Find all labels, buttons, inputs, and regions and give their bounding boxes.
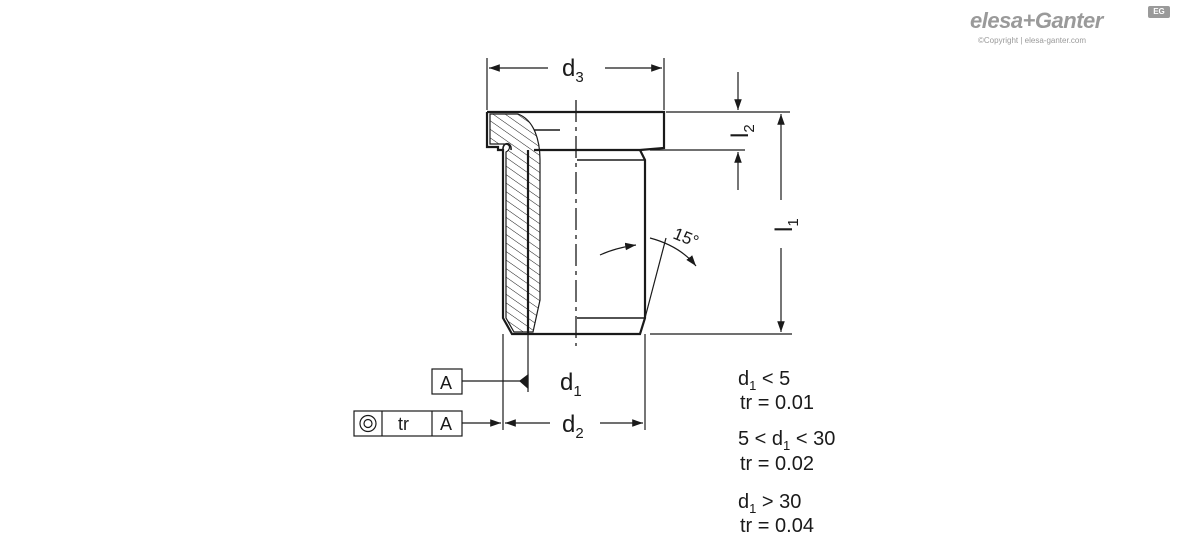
- l2-label: l2: [727, 124, 758, 138]
- angle-dimension: [599, 237, 697, 319]
- dim-l1: [650, 114, 792, 335]
- brand-badge: EG: [1148, 6, 1170, 18]
- datum-a: [431, 334, 529, 430]
- angle-label: 15°: [671, 224, 702, 251]
- hatched-section: [489, 113, 541, 333]
- l1-label: l1: [771, 218, 802, 232]
- tol-value-label: tr: [398, 414, 409, 434]
- tol-row-3-cond: d1 > 30: [738, 491, 801, 516]
- tol-row-1-cond: d1 < 5: [738, 368, 790, 393]
- tol-row-1-value: tr = 0.01: [740, 392, 814, 414]
- d1-label: d1: [560, 369, 582, 400]
- dim-d3: [486, 58, 665, 110]
- brand-name: elesa+Ganter: [970, 8, 1103, 33]
- concentricity-icon: [359, 414, 377, 433]
- tol-row-3-value: tr = 0.04: [740, 515, 814, 537]
- feature-control-frame: [353, 410, 501, 437]
- dim-d2: [504, 334, 646, 430]
- datum-a-label: A: [440, 373, 452, 393]
- brand-copyright: ©Copyright | elesa-ganter.com: [978, 36, 1087, 45]
- brand-logo: elesa+Ganter EG ©Copyright | elesa-gante…: [970, 6, 1170, 46]
- tolerance-table: d1 < 5 tr = 0.01 5 < d1 < 30 tr = 0.02 d…: [738, 368, 835, 537]
- dim-l2: [650, 72, 790, 190]
- tol-datum-label: A: [440, 414, 452, 434]
- d2-label: d2: [562, 411, 584, 442]
- d3-label: d3: [562, 55, 584, 86]
- tol-row-2-cond: 5 < d1 < 30: [738, 428, 835, 453]
- tol-row-2-value: tr = 0.02: [740, 453, 814, 475]
